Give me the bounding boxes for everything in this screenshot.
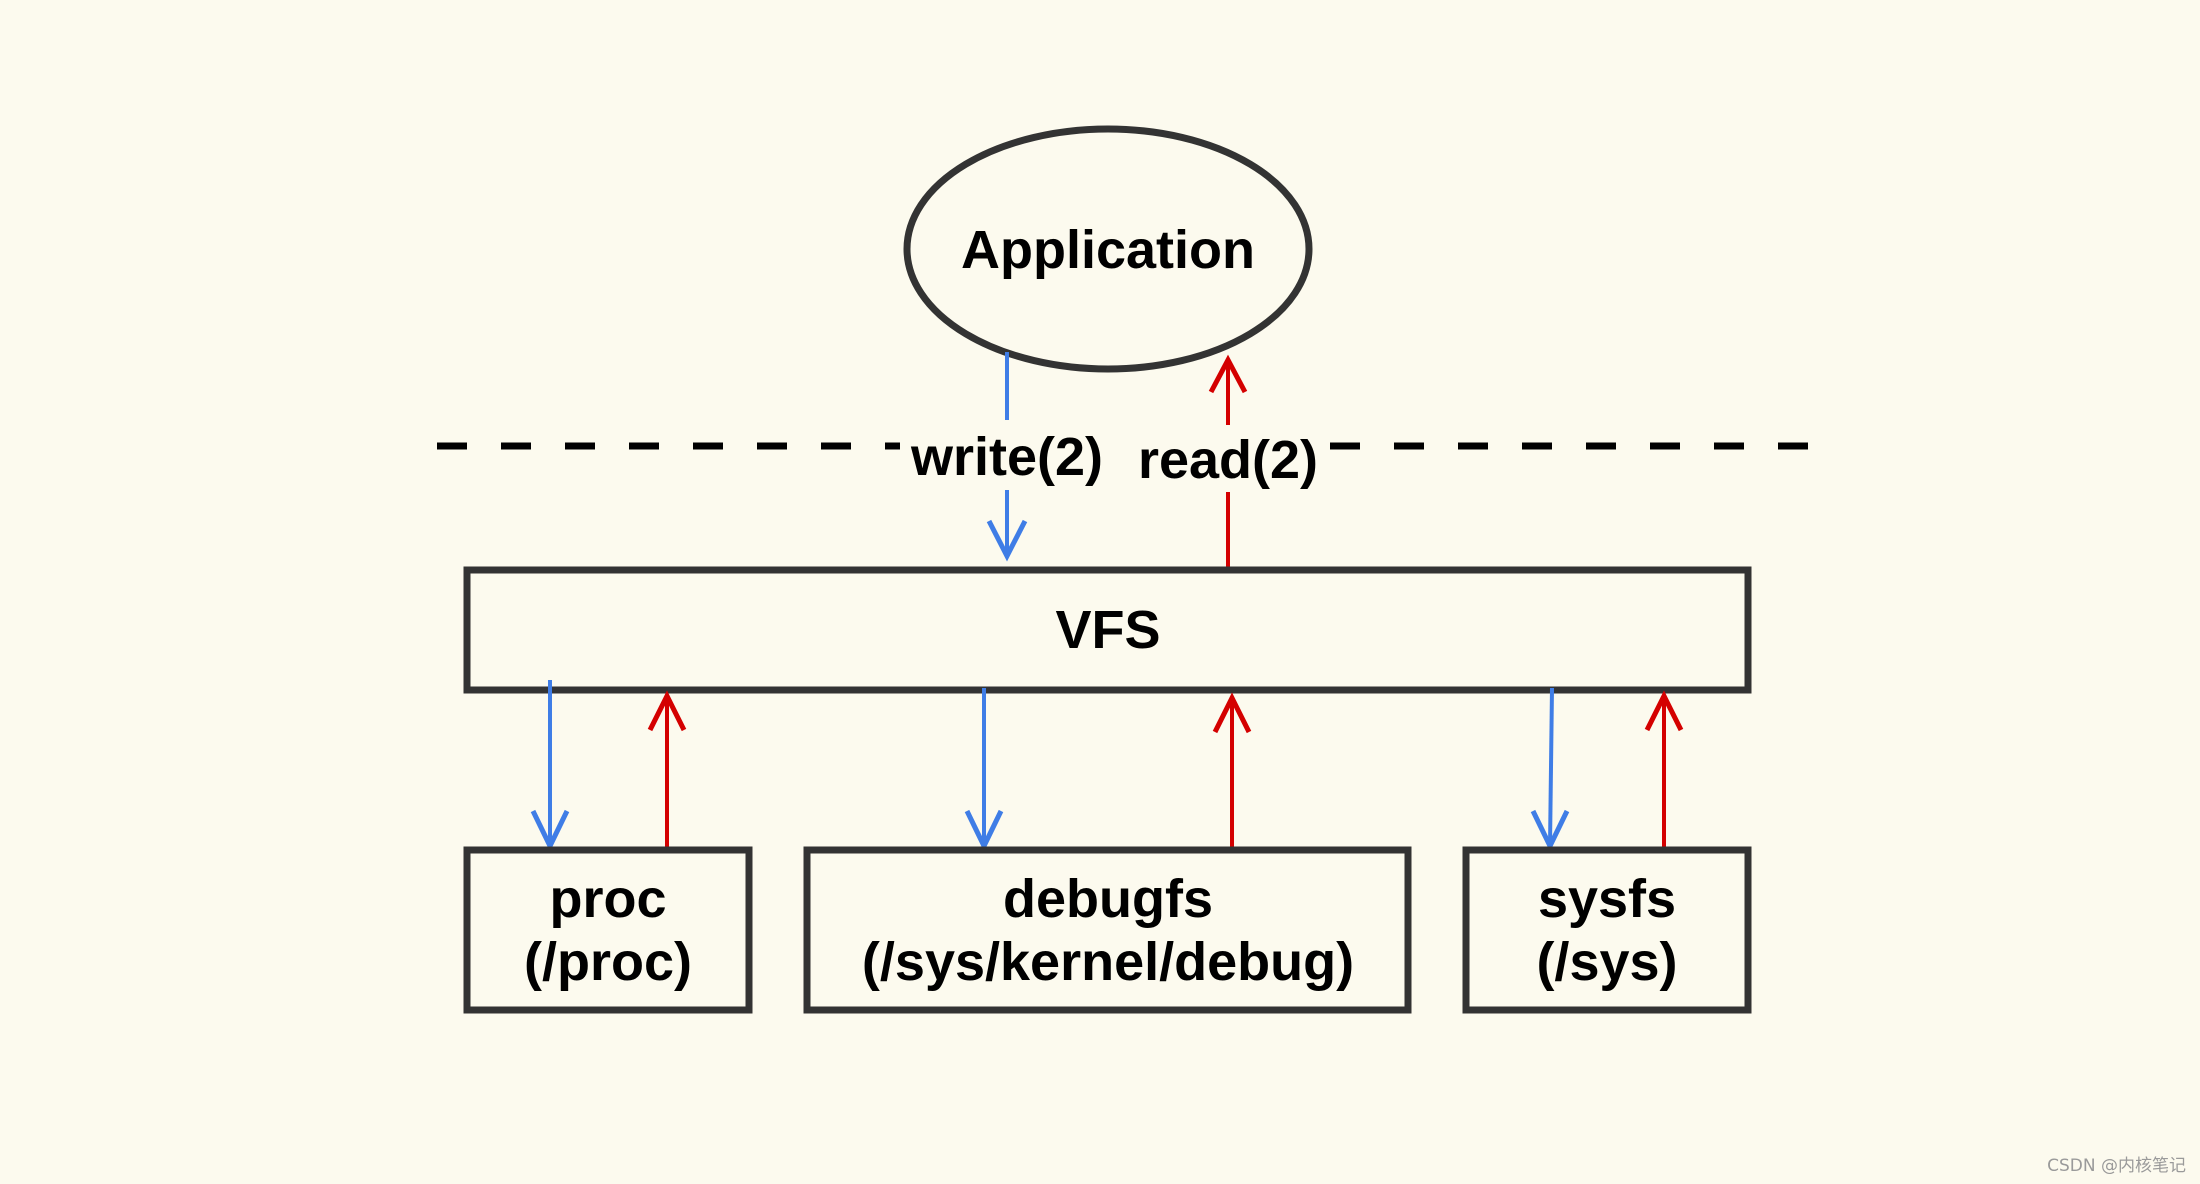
- proc-label-line1: proc: [549, 869, 666, 929]
- debugfs-label-line1: debugfs: [1003, 869, 1213, 929]
- debugfs-node: [803, 846, 1412, 1014]
- write-label: write(2): [910, 427, 1103, 487]
- read-label: read(2): [1138, 430, 1318, 490]
- watermark: CSDN @内核笔记: [2047, 1156, 2186, 1176]
- write-arrow: [986, 352, 1028, 562]
- sysfs-label-line1: sysfs: [1538, 869, 1676, 929]
- sysfs-read-arrow: [1644, 690, 1684, 850]
- vfs-label: VFS: [1055, 600, 1160, 660]
- sysfs-label-line2: (/sys): [1536, 932, 1677, 992]
- sysfs-node: [1462, 846, 1752, 1014]
- application-node: [903, 125, 1313, 373]
- proc-read-arrow: [647, 690, 687, 850]
- application-label: Application: [961, 220, 1255, 280]
- sysfs-write-arrow: [1530, 687, 1570, 852]
- debugfs-write-arrow: [964, 688, 1004, 852]
- debugfs-read-arrow: [1212, 692, 1252, 850]
- proc-node: [463, 846, 753, 1014]
- read-arrow: [1208, 354, 1248, 568]
- proc-label-line2: (/proc): [524, 932, 692, 992]
- proc-write-arrow: [530, 680, 570, 852]
- debugfs-label-line2: (/sys/kernel/debug): [862, 932, 1354, 992]
- vfs-node: [463, 566, 1752, 694]
